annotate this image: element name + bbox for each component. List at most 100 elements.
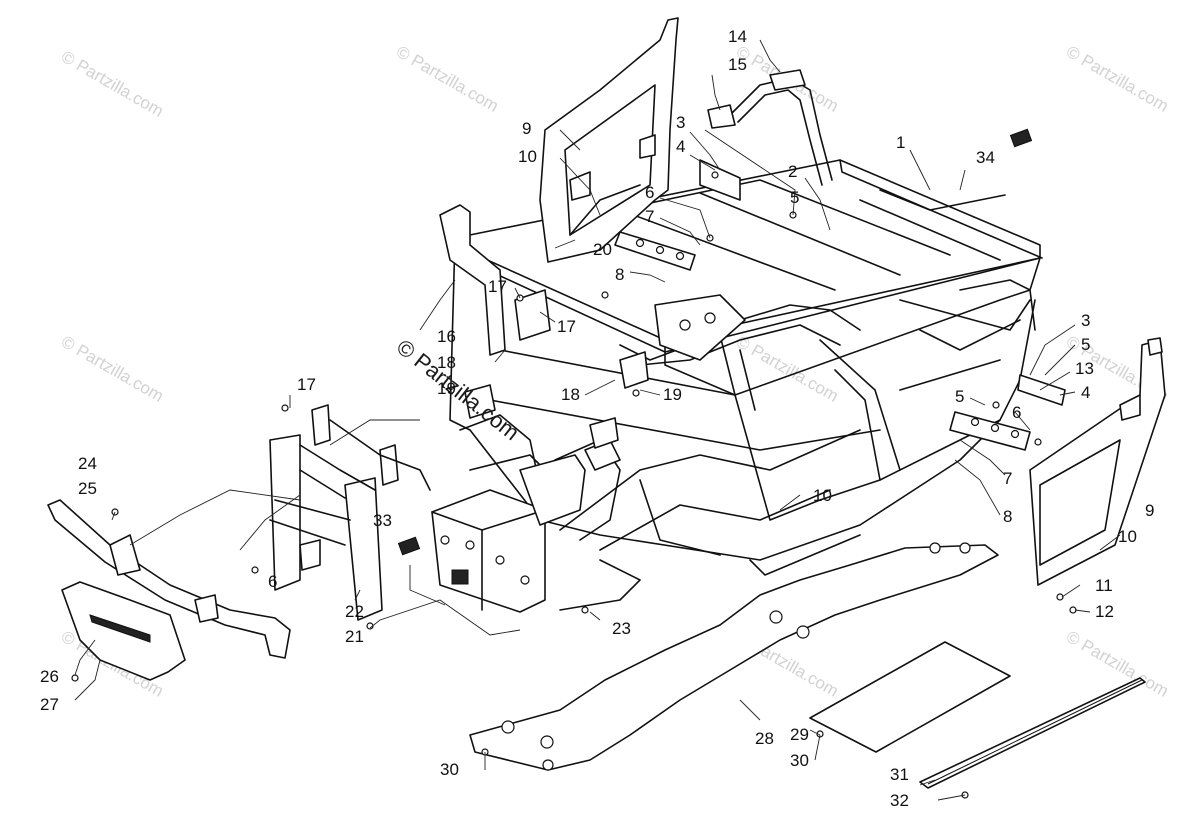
callout-7: 7 [1003,469,1012,488]
front-bumper-frame [269,404,431,621]
bracket-hole [635,238,645,248]
callout-30: 30 [790,751,809,770]
decal-33 [397,536,421,556]
callout-3: 3 [1081,311,1090,330]
callout-12: 12 [1095,602,1114,621]
callout-21: 21 [345,627,364,646]
bracket-right-upper [1017,374,1066,406]
callout-24: 24 [78,454,97,473]
callout-10: 10 [813,486,832,505]
callout-30: 30 [440,760,459,779]
bracket-19 [619,351,649,389]
callout-3: 3 [676,113,685,132]
bracket-hole [655,245,665,255]
watermark-text: © Partzilla.com [733,332,842,406]
skid-plate-main [469,544,999,771]
bumper-bracket [194,594,219,623]
skid-hole [501,720,515,734]
callout-5: 5 [790,188,799,207]
callout-6: 6 [645,183,654,202]
skid-hole [796,625,810,639]
callout-15: 15 [728,55,747,74]
skid-hole [542,759,554,771]
bracket-19b [464,384,496,419]
skid-hole [540,735,554,749]
callout-33: 33 [373,511,392,530]
callout-6: 6 [1012,403,1021,422]
callout-7: 7 [645,207,654,226]
fastener [601,291,609,299]
callout-29: 29 [790,725,809,744]
frame-hole [495,555,505,565]
skid-plate-rear [809,641,1011,753]
frame-hole [440,535,450,545]
frame-hole [465,540,475,550]
callout-19: 19 [437,379,456,398]
callout-17: 17 [557,317,576,336]
callout-25: 25 [78,479,97,498]
bracket-hole [1010,429,1020,439]
skid-hole [769,610,783,624]
callout-31: 31 [890,765,909,784]
callout-8: 8 [1003,507,1012,526]
watermark-text: © Partzilla.com [58,47,167,121]
callout-13: 13 [1075,359,1094,378]
callout-2: 2 [788,162,797,181]
callout-9: 9 [522,119,531,138]
callout-27: 27 [40,695,59,714]
callout-5: 5 [1081,335,1090,354]
fastener [1034,438,1042,446]
skid-hole [959,542,971,554]
front-frame-section [431,414,641,613]
bracket-right-lower [949,411,1031,451]
bracket-18 [589,417,619,449]
steering-support [654,294,746,361]
callout-32: 32 [890,791,909,810]
fastener [281,404,289,412]
callout-17: 17 [297,375,316,394]
rocker-edge [927,679,1143,785]
roll-bar-mount [707,104,736,129]
callout-4: 4 [676,137,685,156]
leader-lines [74,39,1121,801]
bracket-17 [514,289,551,341]
hitch-receiver [451,569,469,585]
callout-10: 10 [1118,527,1137,546]
fastener [71,674,79,682]
watermark-text: © Partzilla.com [58,332,167,406]
callout-16: 16 [437,327,456,346]
fastener [1056,593,1064,601]
watermark-text: © Partzilla.com [393,42,502,116]
callout-19: 19 [663,385,682,404]
callout-17: 17 [488,277,507,296]
skid-hole [929,542,941,554]
callout-28: 28 [755,729,774,748]
bumper-bracket [109,534,141,576]
fastener [251,566,259,574]
callout-4: 4 [1081,383,1090,402]
callout-labels: 1 2 3 4 5 6 7 8 9 10 14 15 34 20 17 17 1… [40,27,1154,810]
fastener [992,401,1000,409]
callout-23: 23 [612,619,631,638]
bracket-hole [970,417,980,427]
callout-8: 8 [615,265,624,284]
frame-hole [520,575,530,585]
callout-18: 18 [561,385,580,404]
support-hole [704,312,716,324]
support-hole [679,319,691,331]
bracket-hole [990,423,1000,433]
fastener [632,389,640,397]
callout-34: 34 [976,148,995,167]
callout-18: 18 [437,353,456,372]
callout-22: 22 [345,602,364,621]
bumper-grille [89,614,151,643]
callout-20: 20 [593,240,612,259]
callout-14: 14 [728,27,747,46]
callout-1: 1 [896,133,905,152]
rear-post-left [439,204,506,356]
callout-5: 5 [955,387,964,406]
main-frame [449,159,1043,576]
watermark-text: © Partzilla.com [1063,42,1172,116]
